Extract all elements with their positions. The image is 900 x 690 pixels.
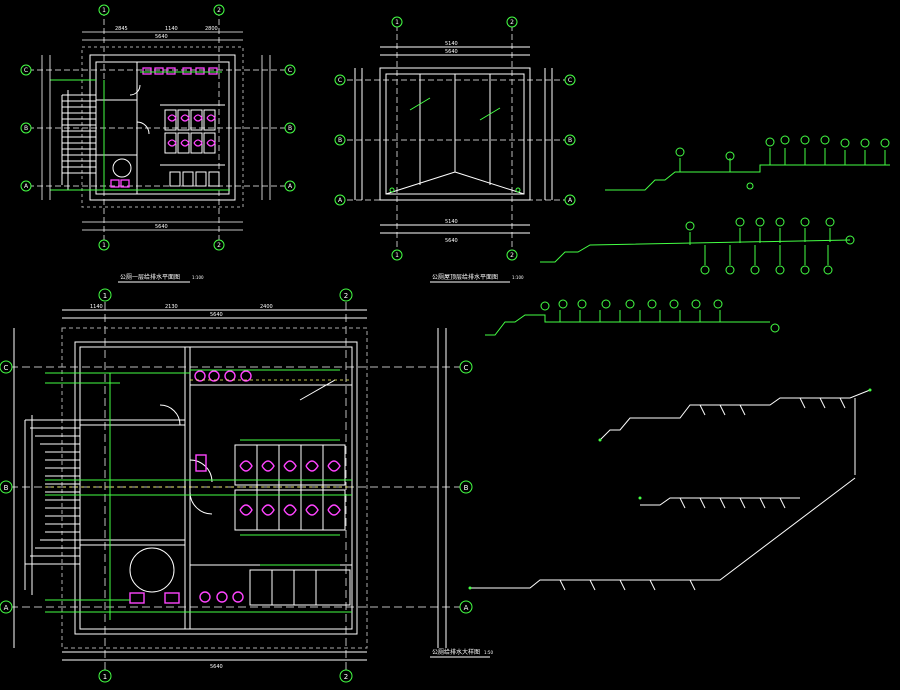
dim-text: 5640 — [210, 664, 223, 670]
dim-text: 5640 — [445, 238, 458, 244]
axis-label: B — [464, 484, 469, 492]
axis-label: 2 — [510, 252, 514, 259]
plan-small-title: 公厕一层给排水平面图 1:100 — [118, 273, 204, 283]
axis-label: C — [568, 77, 572, 84]
dim-text: 5140 — [445, 41, 458, 47]
axis-label: A — [24, 183, 29, 190]
plan-large-scale: 1:50 — [484, 650, 493, 655]
roof-plan-title: 公厕屋顶层给排水平面图 1:100 — [430, 273, 524, 283]
axis-label: 1 — [395, 252, 399, 259]
dim-text: 2845 — [115, 26, 128, 32]
plan-small-dims — [41, 31, 271, 231]
dim-text: 1140 — [90, 304, 103, 310]
axis-label: C — [464, 364, 469, 372]
axis-label: B — [338, 137, 342, 144]
axis-bubble-text-large: 1 2 1 2 C B A C B A — [4, 292, 469, 681]
dim-text: 5140 — [445, 219, 458, 225]
axis-label: B — [4, 484, 9, 492]
axis-label: 2 — [344, 292, 348, 300]
dim-text: 5640 — [155, 34, 168, 40]
plan-small-dim-text: 2845 1140 2800 5640 5640 — [115, 26, 218, 230]
roof-plan-scale: 1:100 — [512, 275, 524, 280]
plan-small-pipes — [50, 71, 230, 191]
axis-label: B — [288, 125, 292, 132]
plan-small-title-text: 公厕一层给排水平面图 — [120, 273, 180, 281]
dim-text: 5640 — [155, 224, 168, 230]
plan-large-fixtures — [129, 370, 341, 604]
dim-text: 2800 — [205, 26, 218, 32]
plan-large-dim-text: 1140 2130 2400 5640 5640 — [90, 304, 273, 670]
iso-drain-1 — [599, 389, 871, 475]
axis-label: C — [4, 364, 9, 372]
axis-label: A — [464, 604, 469, 612]
plan-small-scale: 1:100 — [192, 275, 204, 280]
dim-text: 5640 — [445, 49, 458, 55]
iso-drain-3 — [470, 477, 856, 591]
plan-small — [28, 10, 290, 245]
axis-label: B — [568, 137, 572, 144]
axis-label: A — [338, 197, 343, 204]
axis-label: C — [288, 67, 292, 74]
axis-label: 1 — [395, 19, 399, 26]
axis-label: 2 — [217, 242, 221, 249]
iso-system-1 — [605, 135, 890, 191]
axis-label: 2 — [217, 7, 221, 14]
axis-label: A — [288, 183, 293, 190]
axis-bubble-text-roof: 1 2 1 2 C B A C B A — [338, 19, 573, 259]
dim-text: 2400 — [260, 304, 273, 310]
axis-label: 1 — [103, 673, 107, 681]
iso-drain-2 — [640, 497, 800, 509]
dim-text: 1140 — [165, 26, 178, 32]
axis-bubbles-small — [20, 4, 296, 251]
axis-label: C — [338, 77, 342, 84]
axis-label: 1 — [103, 292, 107, 300]
plan-large-pipes — [45, 369, 352, 620]
iso-system-3 — [485, 299, 780, 336]
axis-bubbles-roof — [334, 16, 576, 261]
iso-system-2 — [540, 217, 855, 275]
dim-text: 5640 — [210, 312, 223, 318]
axis-label: A — [4, 604, 9, 612]
roof-dim-text: 5140 5640 5140 5640 — [445, 41, 458, 244]
plan-large — [10, 290, 470, 680]
plan-small-fixtures — [110, 67, 218, 188]
axis-label: C — [24, 67, 28, 74]
dim-text: 2130 — [165, 304, 178, 310]
axis-bubbles-large — [0, 288, 473, 683]
plan-large-title: 公厕给排水大样图 1:50 — [430, 648, 493, 658]
plan-large-title-text: 公厕给排水大样图 — [432, 648, 480, 656]
roof-plan — [338, 25, 572, 250]
axis-label: 2 — [344, 673, 348, 681]
iso-markers — [468, 388, 872, 590]
plan-large-dashed — [45, 379, 352, 488]
axis-label: A — [568, 197, 573, 204]
axis-label: 2 — [510, 19, 514, 26]
axis-label: B — [24, 125, 28, 132]
axis-bubble-text-small: 1 2 1 2 C B A C B A — [24, 7, 293, 249]
axis-label: 1 — [102, 242, 106, 249]
roof-plan-title-text: 公厕屋顶层给排水平面图 — [432, 273, 498, 281]
axis-label: 1 — [102, 7, 106, 14]
